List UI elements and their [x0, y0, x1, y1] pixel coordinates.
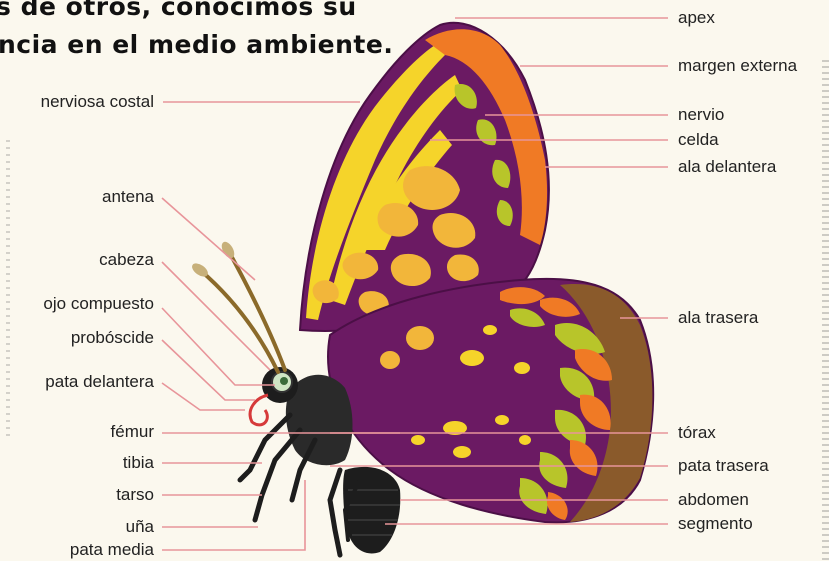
label-nerviosa-costal: nerviosa costal [41, 92, 154, 112]
label-apex: apex [678, 8, 715, 28]
leader-proboscide [162, 340, 255, 400]
label-antena: antena [102, 187, 154, 207]
label-tibia: tibia [123, 453, 154, 473]
leader-pata-media [162, 480, 305, 550]
left-edge-dots [6, 140, 10, 440]
label-pata-delantera: pata delantera [45, 372, 154, 392]
label-proboscide: probóscide [71, 328, 154, 348]
label-pata-trasera: pata trasera [678, 456, 769, 476]
label-una: uña [126, 517, 154, 537]
label-torax: tórax [678, 423, 716, 443]
leader-pata-delantera [162, 383, 245, 410]
label-ojo-compuesto: ojo compuesto [43, 294, 154, 314]
leader-antena [162, 198, 255, 280]
label-segmento: segmento [678, 514, 753, 534]
label-pata-media: pata media [70, 540, 154, 560]
label-tarso: tarso [116, 485, 154, 505]
label-cabeza: cabeza [99, 250, 154, 270]
label-margen-externa: margen externa [678, 56, 797, 76]
label-ala-trasera: ala trasera [678, 308, 758, 328]
label-nervio: nervio [678, 105, 724, 125]
label-ala-delantera: ala delantera [678, 157, 776, 177]
right-edge-dots [822, 60, 829, 561]
label-femur: fémur [111, 422, 154, 442]
label-abdomen: abdomen [678, 490, 749, 510]
label-celda: celda [678, 130, 719, 150]
